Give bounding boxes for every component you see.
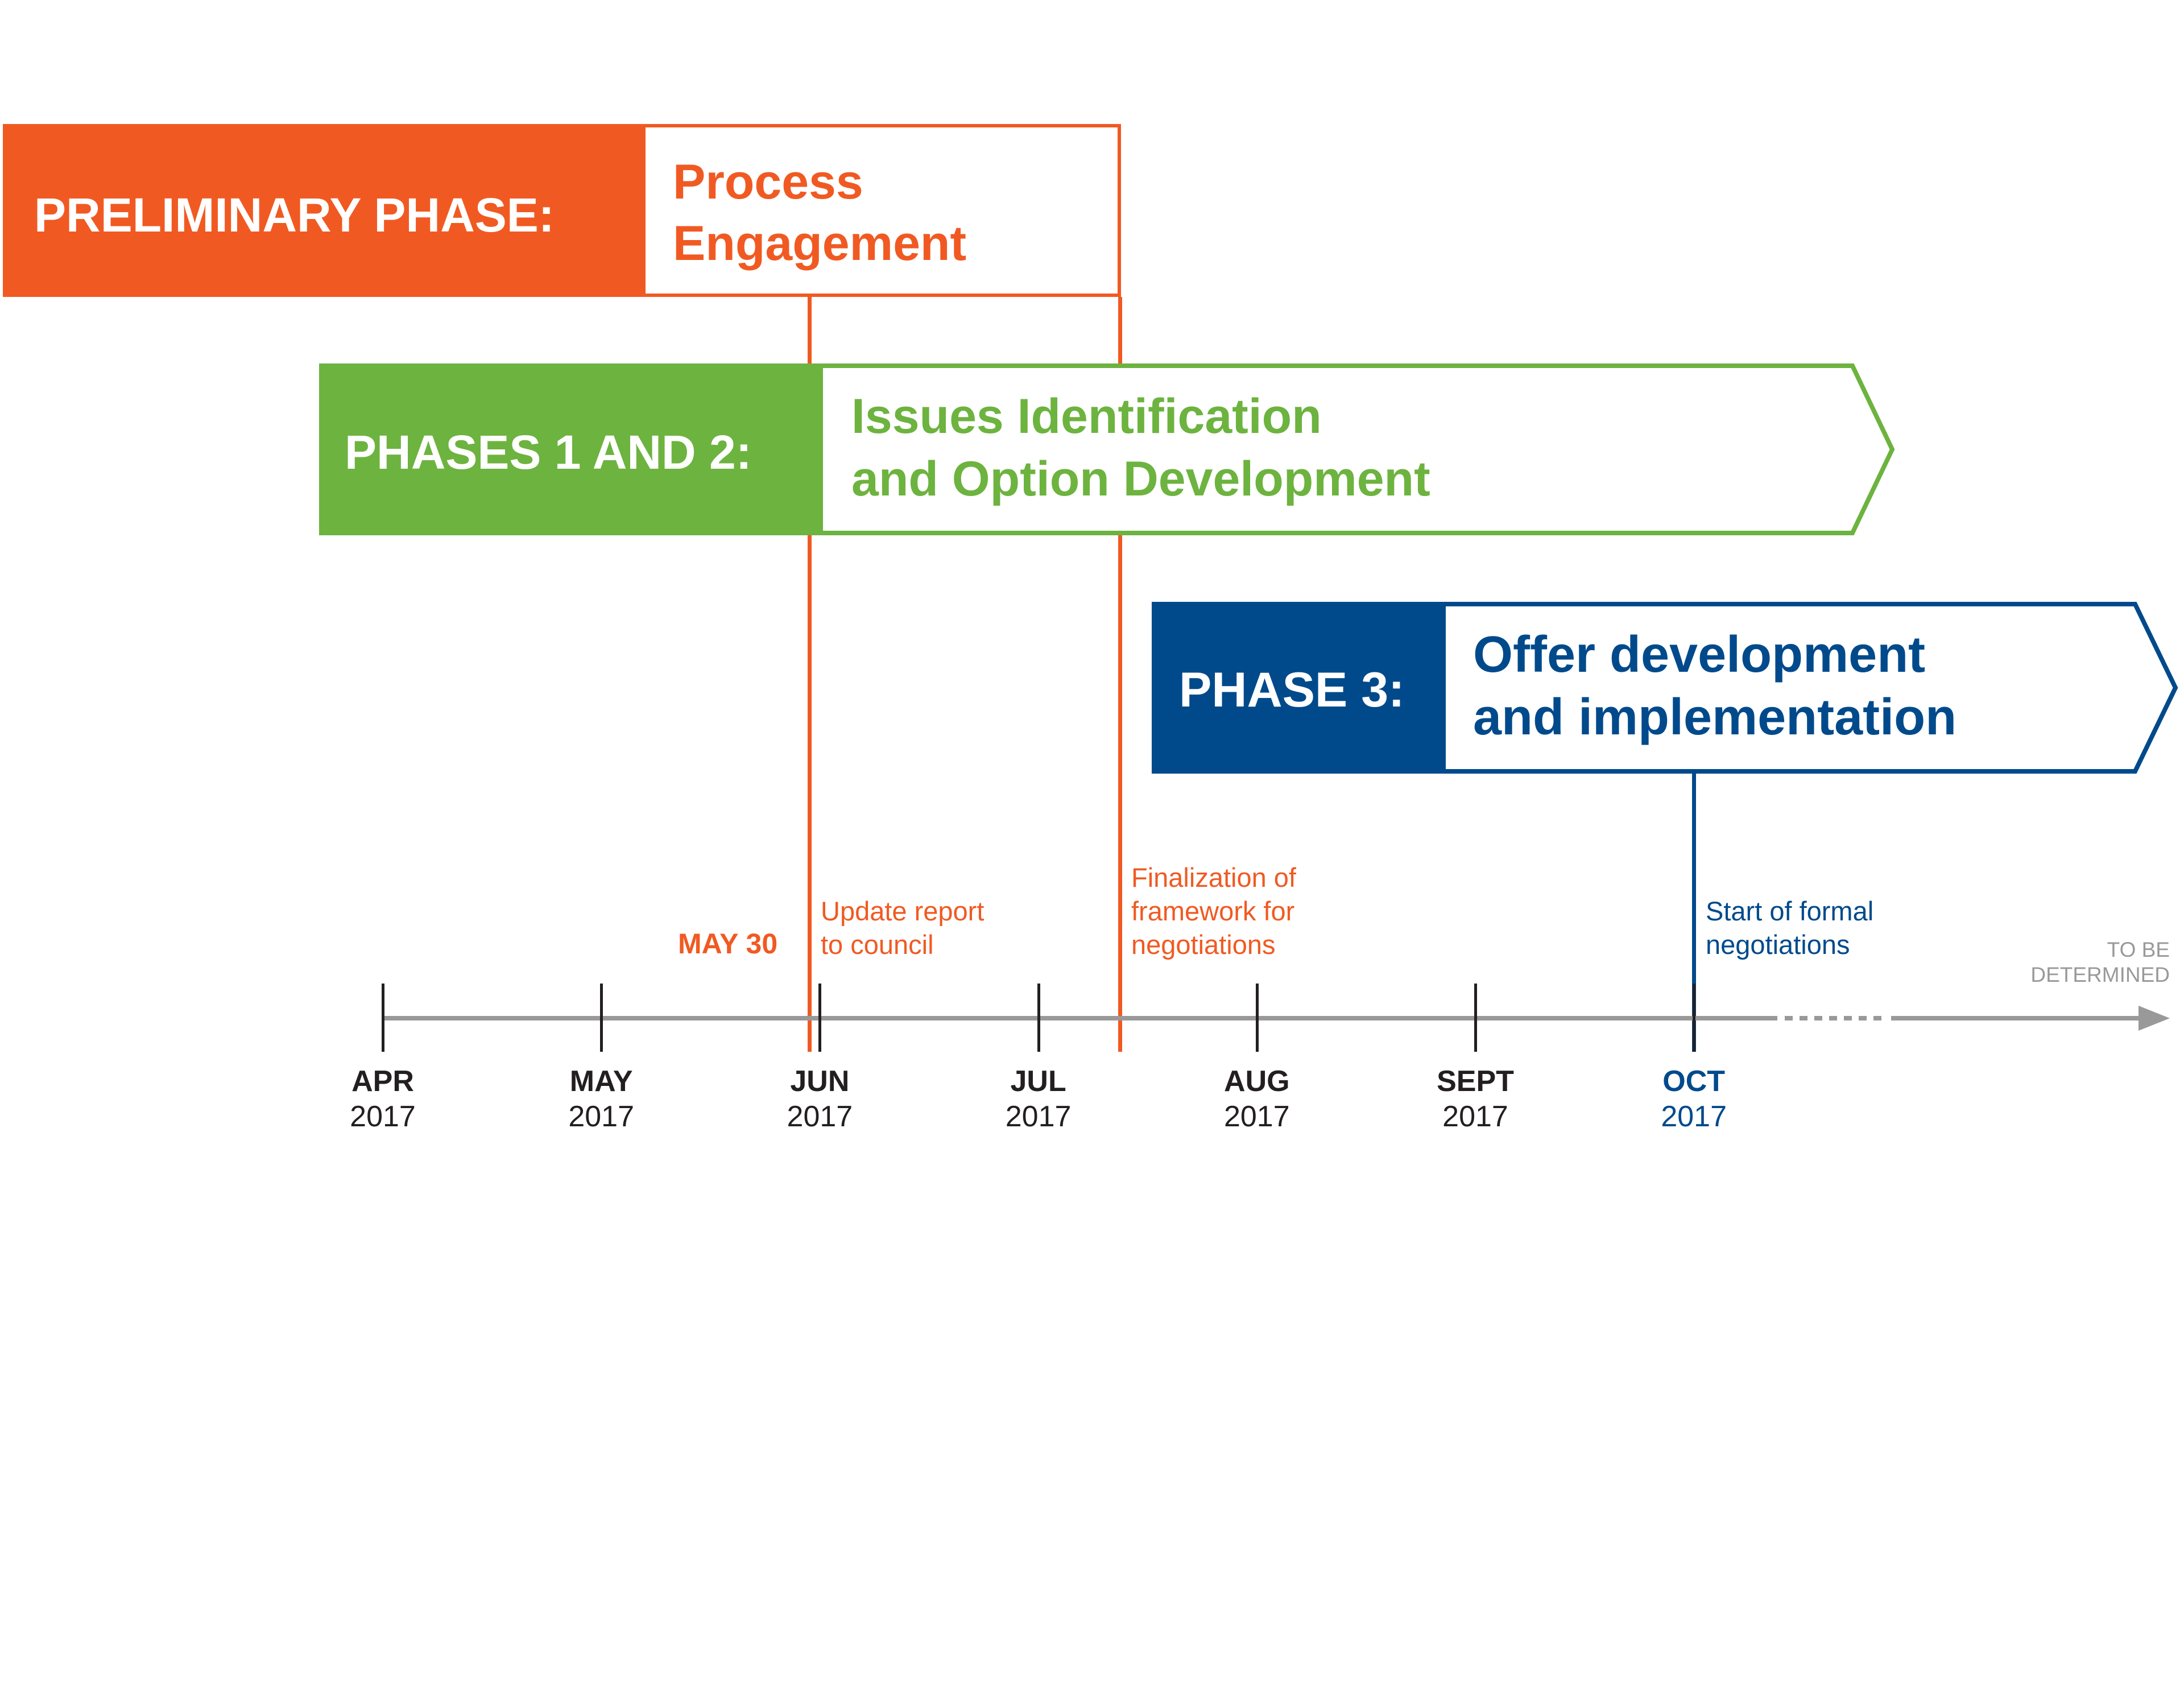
note-line: to council bbox=[821, 929, 934, 960]
axis-arrowhead-icon bbox=[2138, 1006, 2170, 1031]
month-tick bbox=[382, 984, 384, 1052]
month-name: OCT bbox=[1662, 1065, 1726, 1098]
phase-3-label: PHASE 3: bbox=[1179, 663, 1405, 717]
note-line: framework for bbox=[1131, 896, 1295, 926]
month-year: 2017 bbox=[1223, 1100, 1290, 1133]
description-line: Process bbox=[673, 155, 863, 209]
timeline-axis bbox=[383, 1006, 2170, 1031]
month-tick bbox=[1474, 984, 1477, 1052]
month-tick bbox=[1693, 984, 1696, 1052]
phase-3-description: Offer development and implementation bbox=[1473, 623, 1956, 749]
phase-3-arrow-shape bbox=[1152, 602, 2178, 774]
note-line: negotiations bbox=[1706, 929, 1850, 960]
preliminary-phase-label: PRELIMINARY PHASE: bbox=[34, 188, 555, 242]
phases-1-2-label: PHASES 1 AND 2: bbox=[345, 425, 752, 479]
month-tick bbox=[1037, 984, 1040, 1052]
month-year: 2017 bbox=[1442, 1100, 1508, 1133]
note-line: Finalization of bbox=[1131, 862, 1296, 893]
month-name: JUN bbox=[790, 1065, 850, 1098]
milestone-line-finalization bbox=[1118, 297, 1122, 1052]
tbd-line: TO BE bbox=[2107, 938, 2170, 961]
note-line: Update report bbox=[821, 896, 985, 926]
milestone-finalization: Finalization of framework for negotiatio… bbox=[1131, 861, 1296, 961]
month-tick bbox=[600, 984, 603, 1052]
month-name: SEPT bbox=[1437, 1065, 1514, 1098]
month-year: 2017 bbox=[1661, 1100, 1727, 1133]
milestone-line-may30 bbox=[808, 297, 812, 1052]
note-line: Start of formal bbox=[1706, 896, 1874, 926]
milestone-date-may30: MAY 30 bbox=[678, 928, 778, 960]
milestone-line-formal-negotiations bbox=[1692, 773, 1696, 1052]
month-name: APR bbox=[351, 1065, 414, 1098]
month-year: 2017 bbox=[350, 1100, 416, 1133]
month-year: 2017 bbox=[1005, 1100, 1072, 1133]
preliminary-phase-desc-box bbox=[642, 124, 1121, 297]
month-name: MAY bbox=[569, 1065, 633, 1098]
preliminary-phase-bar: PRELIMINARY PHASE: Process Engagement bbox=[3, 124, 1121, 297]
phases-1-2-description: Issues Identification and Option Develop… bbox=[851, 385, 1430, 510]
tbd-line: DETERMINED bbox=[2030, 963, 2170, 986]
description-line: and Option Development bbox=[851, 452, 1430, 506]
note-line: negotiations bbox=[1131, 929, 1276, 960]
milestone-formal-negotiations: Start of formal negotiations bbox=[1706, 894, 1873, 961]
description-line: Offer development bbox=[1473, 626, 1926, 683]
description-line: Engagement bbox=[673, 216, 967, 271]
preliminary-phase-description: Process Engagement bbox=[673, 151, 966, 274]
to-be-determined-label: TO BE DETERMINED bbox=[2030, 937, 2170, 988]
phase-3-bar: PHASE 3: Offer development and implement… bbox=[1152, 602, 2184, 774]
phases-1-2-bar: PHASES 1 AND 2: Issues Identification an… bbox=[319, 363, 1897, 535]
month-year: 2017 bbox=[568, 1100, 635, 1133]
preliminary-phase-label-box bbox=[3, 124, 643, 297]
milestone-update-report: Update report to council bbox=[821, 894, 984, 961]
month-year: 2017 bbox=[787, 1100, 853, 1133]
month-tick bbox=[1255, 984, 1259, 1052]
description-line: Issues Identification bbox=[851, 389, 1322, 444]
month-tick bbox=[818, 984, 822, 1052]
month-name: JUL bbox=[1010, 1065, 1066, 1098]
phases-1-2-arrow-shape bbox=[319, 363, 1895, 535]
month-name: AUG bbox=[1224, 1065, 1290, 1098]
description-line: and implementation bbox=[1473, 689, 1957, 746]
